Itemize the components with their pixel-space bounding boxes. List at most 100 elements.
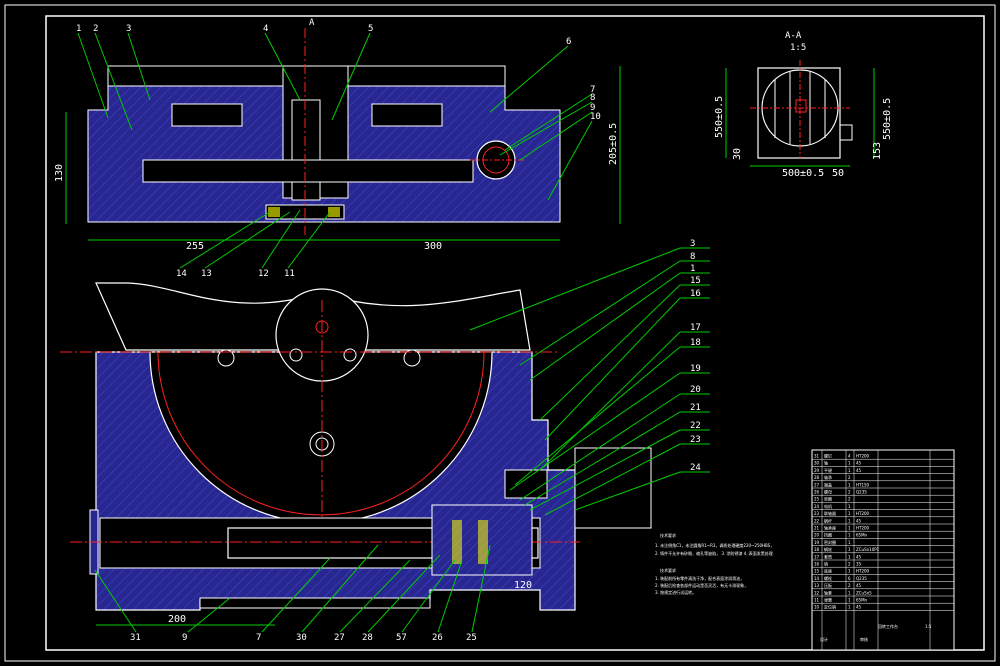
- top-view-bottom-label: 14: [176, 269, 187, 279]
- title-block-cell: 1: [848, 533, 851, 538]
- top-view-label: 5: [368, 24, 373, 34]
- title-block-cell: 29: [814, 468, 820, 473]
- title-block-cell: 螺母: [824, 489, 832, 495]
- front-view-right-label: 15: [690, 276, 701, 286]
- notes-heading-1: 技术要求: [660, 532, 676, 538]
- title-block-cell: 端盖: [824, 481, 832, 487]
- top-leader-line: [331, 32, 371, 121]
- title-block-cell: 21: [814, 526, 820, 531]
- title-block-cell: 24: [814, 504, 820, 509]
- top-leader-line: [499, 101, 593, 156]
- top-view-bottom-label: 12: [258, 269, 269, 279]
- front-leader-line: [94, 569, 137, 633]
- title-block-cell: 1: [848, 482, 851, 487]
- title-block-cell: 27: [814, 482, 820, 487]
- front-view-right-label: 17: [690, 323, 701, 333]
- title-block-cell: 电机: [824, 503, 832, 509]
- front-view-right-label: 3: [690, 239, 695, 249]
- top-view-pocket-right: [371, 103, 443, 127]
- front-view-right-label: 18: [690, 338, 701, 348]
- title-block-cell: 45: [856, 605, 862, 610]
- top-leader-line: [504, 93, 593, 151]
- title-block-cell: 20: [814, 533, 820, 538]
- title-block-cell: 1: [848, 590, 851, 595]
- top-view-label: 7: [590, 85, 595, 95]
- title-block-cell: 1: [848, 605, 851, 610]
- top-leader-line: [489, 45, 569, 113]
- title-block-cell: 1: [848, 518, 851, 523]
- front-leader-line: [524, 411, 681, 506]
- top-view-bottom-label: 11: [284, 269, 295, 279]
- top-view-bottom-label: 13: [201, 269, 212, 279]
- front-leader-line: [401, 559, 456, 633]
- top-leader-line: [519, 111, 593, 161]
- top-leader-line: [127, 32, 151, 101]
- notes-heading-2: 技术要求: [660, 567, 676, 573]
- title-block-cell: 弹簧: [824, 597, 832, 603]
- title-block-cell: 17: [814, 554, 820, 559]
- notes-line-2-3: 3. 按规定进行试运转。: [655, 589, 696, 595]
- title-block-cell: 1: [848, 598, 851, 603]
- technical-notes: 技术要求 1. 未注倒角C1，未注圆角R1~R3，调质处理硬度220~250HB…: [655, 532, 774, 595]
- designer-label: 设计: [820, 636, 828, 642]
- front-view-bottom-label: 26: [432, 633, 443, 643]
- front-view-right-label: 16: [690, 289, 701, 299]
- title-block-cell: 平键: [824, 467, 832, 473]
- front-leader-line: [544, 443, 681, 516]
- title-block-cell: 螺钉: [824, 453, 832, 459]
- checker-label: 审核: [860, 636, 868, 642]
- front-leader-line: [301, 544, 379, 633]
- top-dim-width-left: 255: [186, 241, 204, 252]
- title-block-cell: 31: [814, 454, 820, 459]
- front-leader-line: [514, 346, 681, 486]
- front-leader-line: [519, 260, 681, 366]
- top-leader-line: [287, 211, 331, 269]
- sheet-outer-border: [4, 4, 996, 662]
- front-leader-line: [367, 554, 441, 633]
- front-view-right-label: 8: [690, 252, 695, 262]
- title-block-cell: 1: [848, 526, 851, 531]
- title-block-cell: 挡圈: [824, 532, 832, 538]
- top-view-label: 3: [126, 24, 131, 34]
- side-dim-width: 500±0.5: [782, 168, 824, 179]
- title-block-cell: HT200: [856, 511, 870, 516]
- top-view-spindle: [291, 99, 321, 201]
- front-view-bottom-label: 28: [362, 633, 373, 643]
- title-block-cell: 2: [848, 475, 851, 480]
- title-block-cell: 23: [814, 511, 820, 516]
- title-block-cell: 45: [856, 583, 862, 588]
- title-block-cell: 28: [814, 475, 820, 480]
- front-leader-line: [471, 544, 491, 633]
- front-leader-line: [437, 559, 463, 633]
- top-leader-line: [94, 32, 133, 131]
- front-leader-line: [529, 272, 681, 381]
- front-view-bottom-label: 7: [256, 633, 261, 643]
- title-block-cell: 26: [814, 490, 820, 495]
- notes-line-1-1: 1. 未注倒角C1，未注圆角R1~R3，调质处理硬度220~250HBS，: [655, 542, 774, 548]
- title-block-cell: 1: [848, 504, 851, 509]
- title-block-cell: HT200: [856, 569, 870, 574]
- title-block-cell: 2: [848, 562, 851, 567]
- side-dim-height-left: 550±0.5: [714, 96, 725, 138]
- front-view-bottom-label: 57: [396, 633, 407, 643]
- title-block-cell: 垫圈: [824, 496, 832, 502]
- side-dim-width-ext: 50: [832, 168, 844, 179]
- title-block-cell: 轴承: [824, 474, 832, 480]
- top-view-label: 1: [76, 24, 81, 34]
- front-view-right-label: 22: [690, 421, 701, 431]
- front-leader-line: [187, 597, 231, 633]
- side-dim-offset-left: 30: [732, 148, 743, 160]
- notes-line-1-2: 2. 铸件不允许有砂眼、缩孔等缺陷， 3. 涂防锈漆 4. 表面发黑处理: [655, 550, 773, 556]
- title-block-cell: 35: [856, 562, 862, 567]
- title-block-cell: 4: [848, 454, 851, 459]
- front-leader-line: [519, 393, 681, 501]
- title-block-cell: 45: [856, 461, 862, 466]
- front-view-bottom-label: 27: [334, 633, 345, 643]
- front-view-bolt-3: [217, 349, 235, 367]
- title-block-cell: 25: [814, 497, 820, 502]
- title-block-cell: HT150: [856, 482, 870, 487]
- title-block-cell: ZCuSn10P1: [856, 547, 880, 552]
- title-block-cell: 轴承座: [824, 525, 836, 531]
